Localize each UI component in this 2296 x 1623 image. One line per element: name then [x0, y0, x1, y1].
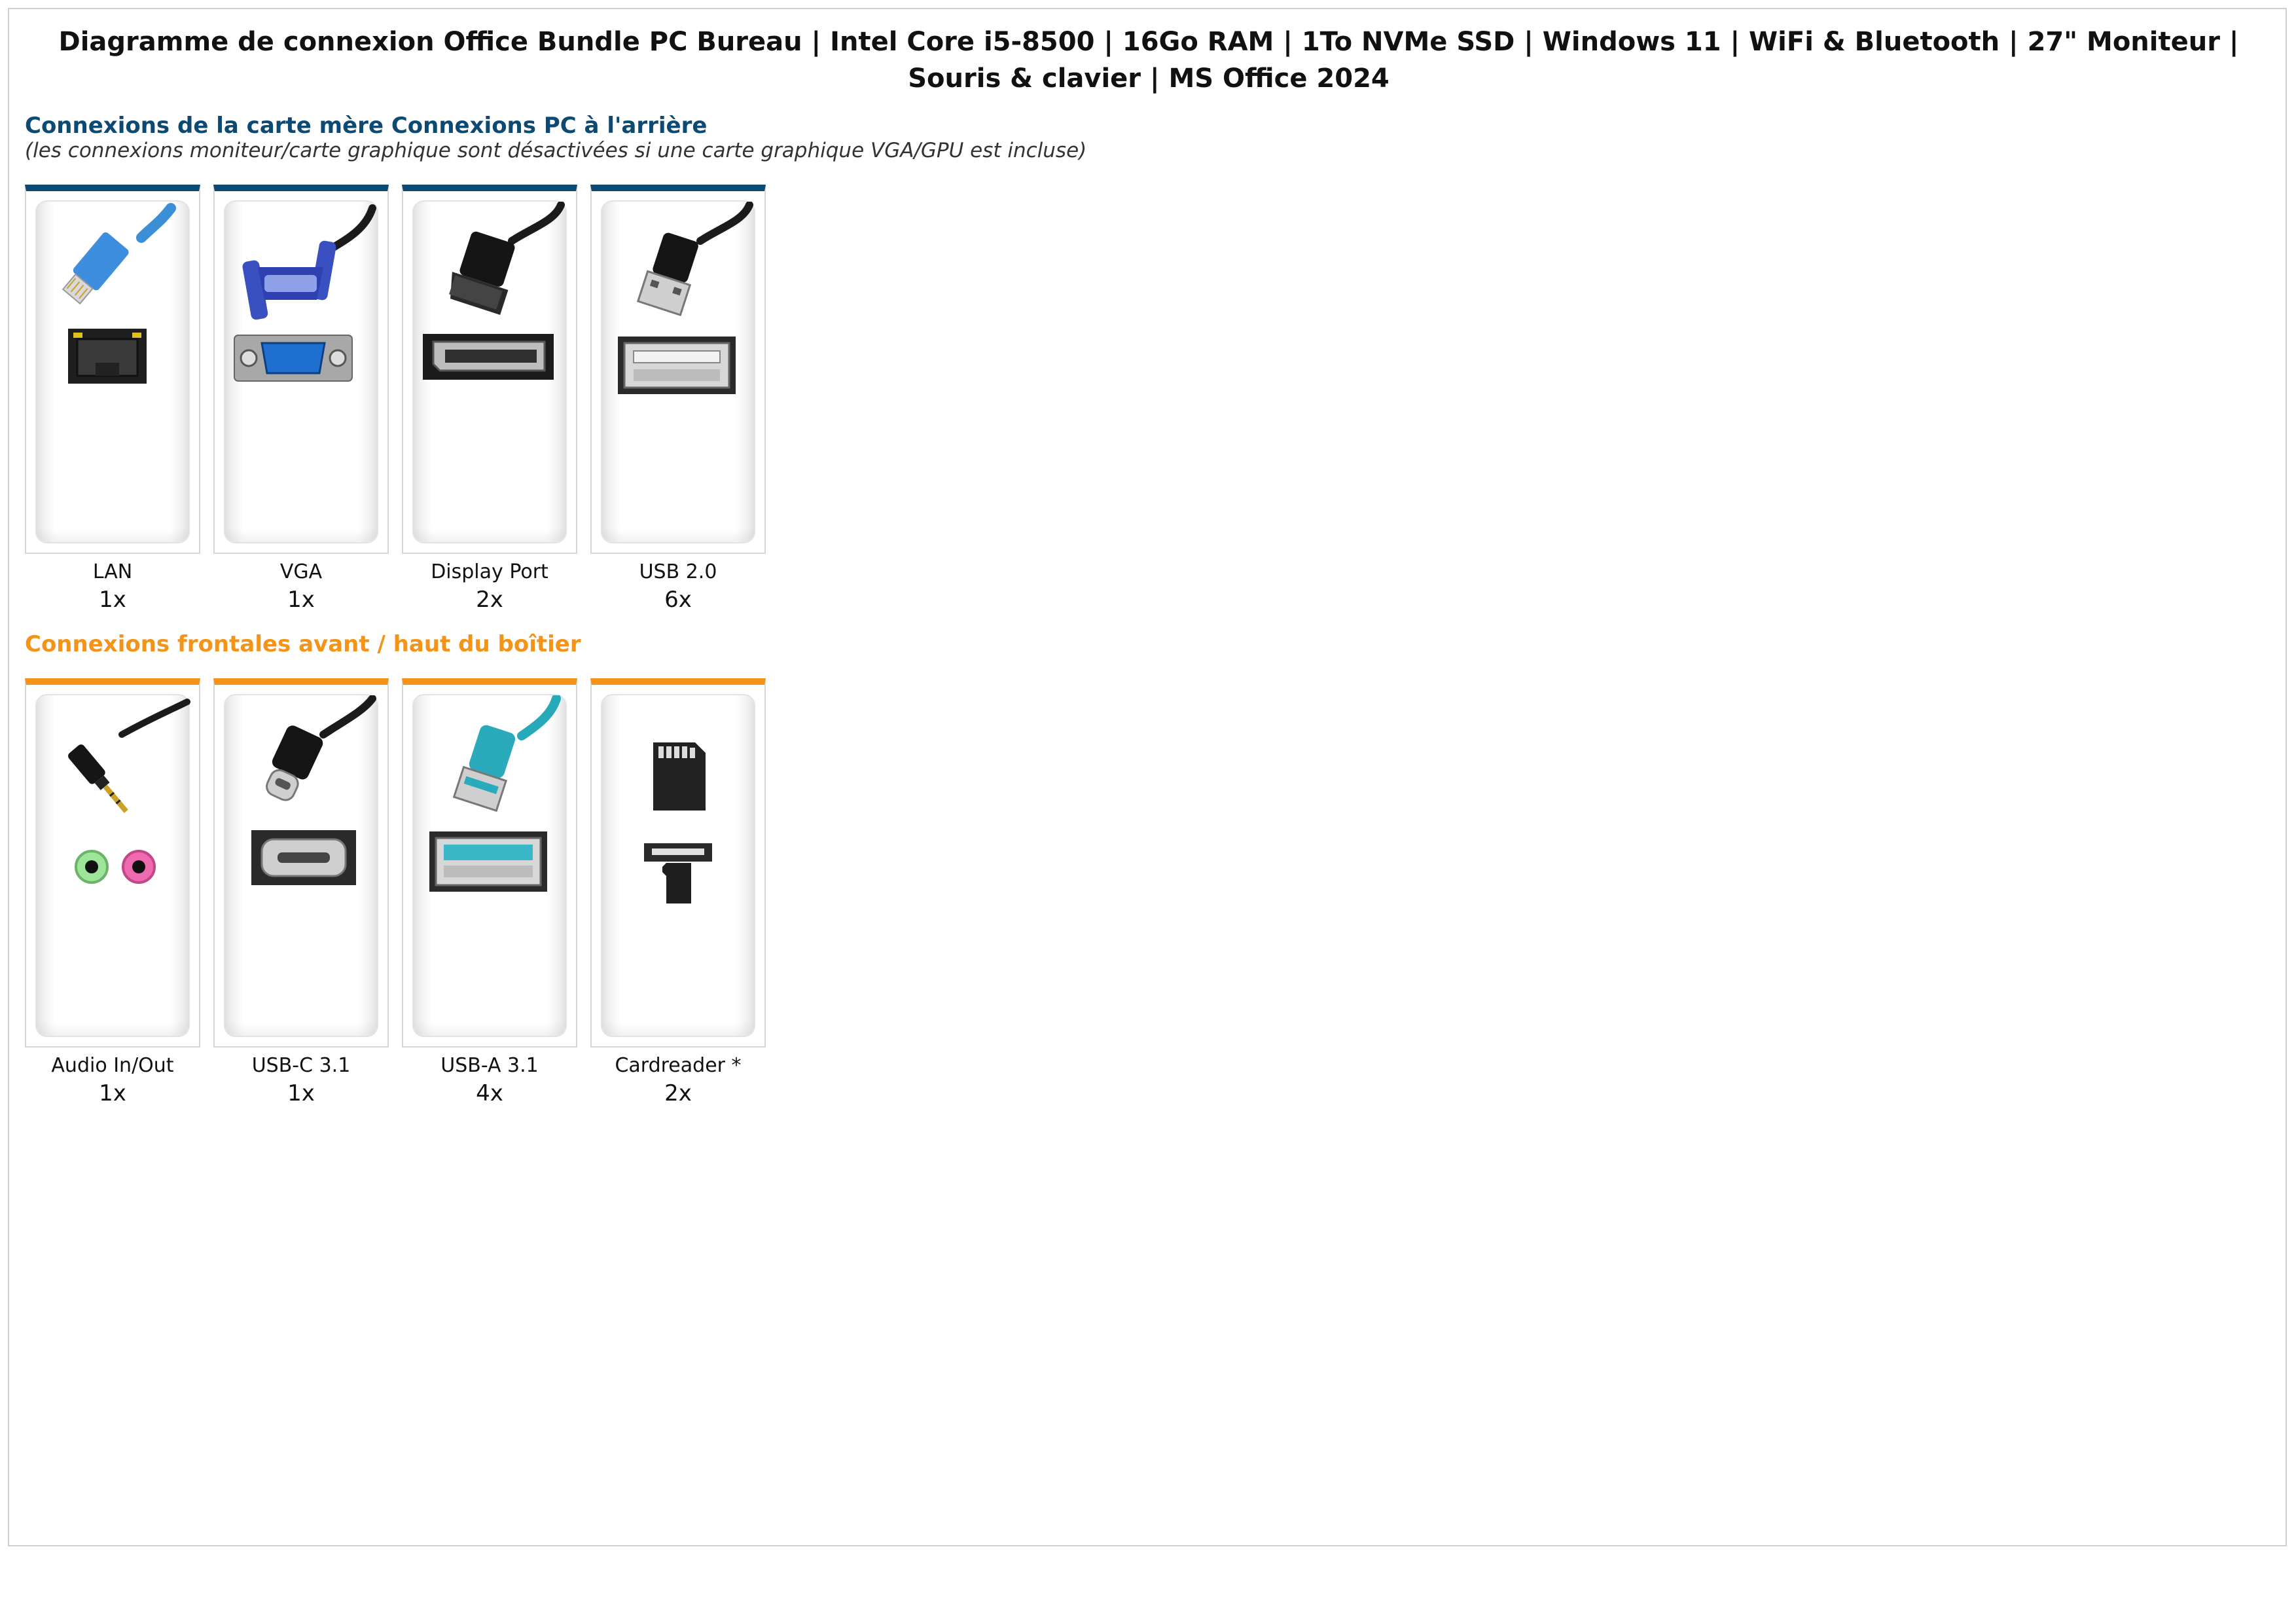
connector-card — [25, 185, 200, 554]
connector-count: 1x — [99, 587, 126, 613]
connector-usb-a3: USB-A 3.1 4x — [402, 678, 577, 1108]
connector-card — [402, 678, 577, 1048]
connector-count: 4x — [476, 1080, 503, 1106]
displayport-cable-icon — [412, 200, 567, 543]
connector-count: 1x — [99, 1080, 126, 1106]
connector-label: Audio In/Out — [51, 1054, 174, 1077]
vga-cable-icon — [224, 200, 378, 543]
connector-count: 2x — [476, 587, 503, 613]
connector-card — [213, 678, 389, 1048]
rear-connections-row: LAN 1x VGA 1x — [25, 185, 766, 614]
connector-card — [25, 678, 200, 1048]
connector-audio: Audio In/Out 1x — [25, 678, 200, 1108]
connector-label: USB-A 3.1 — [440, 1054, 539, 1077]
lan-cable-icon — [35, 200, 190, 543]
connector-card — [590, 678, 766, 1048]
connector-label: USB-C 3.1 — [251, 1054, 351, 1077]
connector-label: LAN — [92, 560, 133, 583]
connector-usb2: USB 2.0 6x — [590, 185, 766, 614]
connector-card — [590, 185, 766, 554]
connector-label: USB 2.0 — [639, 560, 717, 583]
connector-label: Display Port — [431, 560, 548, 583]
connector-displayport: Display Port 2x — [402, 185, 577, 614]
connector-card — [213, 185, 389, 554]
connector-label: Cardreader * — [615, 1054, 742, 1077]
front-connections-row: Audio In/Out 1x USB-C 3.1 1x — [25, 678, 766, 1108]
connector-lan: LAN 1x — [25, 185, 200, 614]
usb-a3-cable-icon — [412, 694, 567, 1037]
connector-count: 1x — [287, 587, 315, 613]
front-connections-heading: Connexions frontales avant / haut du boî… — [25, 631, 581, 657]
connector-label: VGA — [279, 560, 323, 583]
connector-vga: VGA 1x — [213, 185, 389, 614]
connector-cardreader: Cardreader * 2x — [590, 678, 766, 1108]
connector-count: 6x — [664, 587, 692, 613]
usb2-cable-icon — [601, 200, 755, 543]
connector-card — [402, 185, 577, 554]
page-title: Diagramme de connexion Office Bundle PC … — [58, 27, 2239, 94]
connector-usb-c: USB-C 3.1 1x — [213, 678, 389, 1108]
usb-c-cable-icon — [224, 694, 378, 1037]
sd-card-icon — [601, 694, 755, 1037]
connector-count: 1x — [287, 1080, 315, 1106]
audio-jack-icon — [35, 694, 190, 1037]
page-frame — [8, 8, 2287, 1546]
rear-connections-note: (les connexions moniteur/carte graphique… — [25, 139, 1087, 162]
connector-count: 2x — [664, 1080, 692, 1106]
rear-connections-heading: Connexions de la carte mère Connexions P… — [25, 113, 708, 139]
